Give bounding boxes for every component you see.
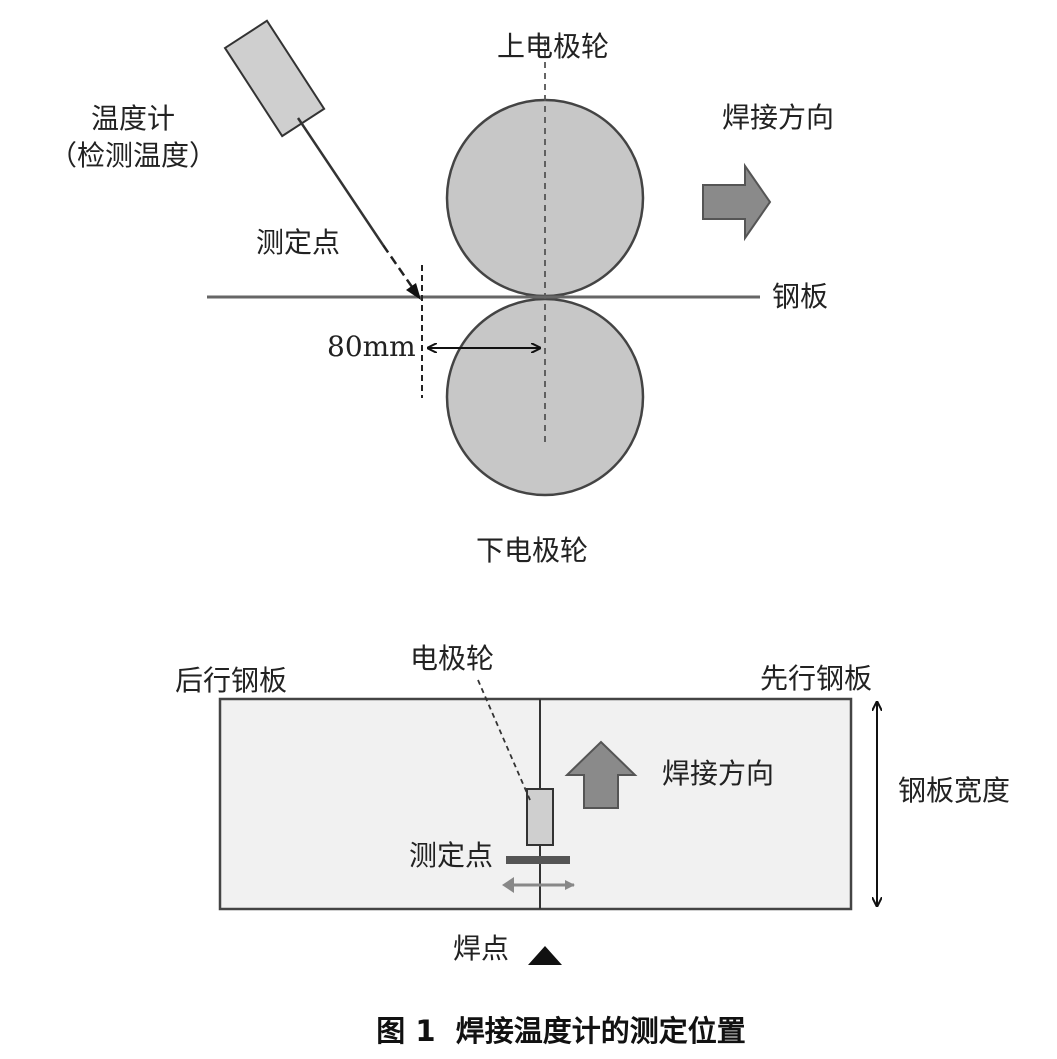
trailing-plate-label: 后行钢板 [175, 664, 287, 697]
welding-direction-arrow-icon [702, 162, 772, 242]
leading-plate-label: 先行钢板 [760, 662, 872, 695]
steel-plate-label: 钢板 [772, 280, 828, 313]
bottom-diagram: 后行钢板 先行钢板 电极轮 焊接方向 钢板宽度 测定点 焊点 [175, 642, 1010, 965]
thermometer-label-detail: （检测温度） [49, 139, 217, 172]
figure-caption: 图 1 焊接温度计的测定位置 [376, 1014, 745, 1048]
weld-point-label: 焊点 [453, 932, 509, 965]
welding-direction-label-bottom: 焊接方向 [662, 757, 774, 790]
measure-bar [506, 856, 570, 864]
thermometer-label: 温度计 [91, 102, 175, 135]
electrode-leader-line [477, 679, 531, 801]
sight-arrow-head [406, 283, 421, 300]
weld-point-triangle-icon [528, 946, 562, 965]
measure-point-label-bottom: 测定点 [409, 839, 493, 872]
top-diagram: 上电极轮 下电极轮 温度计 （检测温度） 测定点 钢板 焊接方向 80mm [49, 19, 834, 567]
welding-direction-label: 焊接方向 [722, 101, 834, 134]
thermometer-sight-line-dashed [381, 244, 421, 298]
lower-roll-label: 下电极轮 [476, 534, 588, 567]
thermometer-icon [223, 19, 326, 138]
thermometer-sight-line [296, 117, 385, 246]
upper-roll-label: 上电极轮 [497, 30, 609, 63]
electrode-label: 电极轮 [410, 642, 494, 675]
measure-point-label: 测定点 [256, 226, 340, 259]
electrode-roll-icon [526, 788, 554, 846]
distance-label: 80mm [327, 330, 416, 363]
plate-width-label: 钢板宽度 [898, 774, 1010, 807]
welding-direction-up-arrow-icon [564, 740, 638, 809]
measure-scan-arrow-left [502, 877, 514, 893]
